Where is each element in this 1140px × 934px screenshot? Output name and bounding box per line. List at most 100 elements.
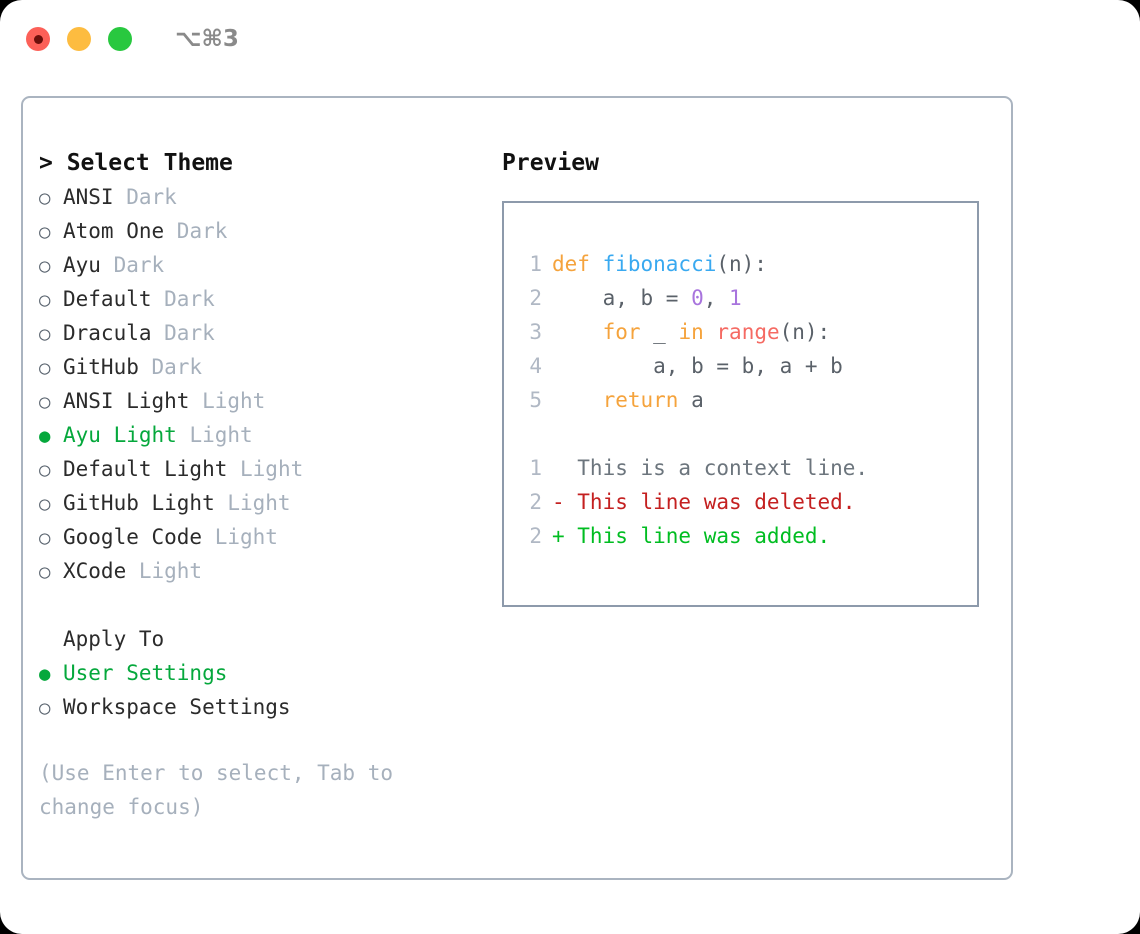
theme-selection-column: > Select Theme ○ANSI Dark○Atom One Dark○… — [39, 146, 479, 824]
theme-option-label: GitHub Light — [63, 491, 215, 515]
diff-line-content: This is a context line. — [552, 456, 869, 480]
radio-unselected-icon: ○ — [39, 697, 51, 719]
theme-option-xcode[interactable]: ○XCode Light — [39, 554, 479, 588]
theme-option-kind-badge: Light — [214, 491, 291, 515]
code-line-content: a, b = b, a + b — [552, 349, 843, 383]
theme-option-google-code[interactable]: ○ Google Code Light — [39, 520, 479, 554]
theme-option-kind-badge: Light — [176, 423, 253, 447]
theme-option-label: Ayu Light — [63, 423, 177, 447]
theme-option-default-light[interactable]: ○ Default Light Light — [39, 452, 479, 486]
theme-option-kind-badge: Dark — [113, 185, 177, 209]
line-number: 1 — [529, 252, 542, 276]
code-line: 3 for _ in range(n): — [504, 315, 977, 349]
select-theme-header: > Select Theme — [39, 150, 233, 176]
preview-header: Preview — [502, 150, 599, 176]
apply-to-option-label: Workspace Settings — [63, 695, 291, 719]
code-token: in — [678, 320, 704, 344]
line-number: 2 — [529, 524, 542, 548]
theme-option-label: Ayu — [63, 253, 101, 277]
theme-option-kind-badge: Dark — [164, 219, 228, 243]
theme-option-ansi[interactable]: ○ANSI Dark — [39, 180, 479, 214]
theme-option-kind-badge: Light — [227, 457, 304, 481]
apply-to-option-label: User Settings — [63, 661, 228, 685]
theme-option-ayu-light[interactable]: ●Ayu Light Light — [39, 418, 479, 452]
diff-sample: 1 This is a context line. 2 - This line wa… — [504, 451, 977, 553]
theme-option-label: Google Code — [63, 525, 203, 549]
code-line: 4 a, b = b, a + b — [504, 349, 977, 383]
code-line-content: def fibonacci(n): — [552, 247, 767, 281]
theme-option-label: XCode — [63, 559, 127, 583]
code-token: (n): — [779, 320, 831, 344]
code-token: a, b = — [552, 286, 692, 310]
diff-line: 1 This is a context line. — [504, 451, 977, 485]
radio-unselected-icon: ○ — [39, 255, 51, 277]
theme-option-label: ANSI Light — [63, 389, 190, 413]
window-titlebar: ⌥⌘3 — [0, 0, 1140, 78]
theme-list[interactable]: ○ANSI Dark○Atom One Dark○Ayu Dark○Defaul… — [39, 180, 479, 588]
code-token: _ — [640, 320, 679, 344]
code-token — [552, 320, 603, 344]
code-token: return — [602, 388, 679, 412]
theme-option-dracula[interactable]: ○Dracula Dark — [39, 316, 479, 350]
theme-option-default[interactable]: ○Default Dark — [39, 282, 479, 316]
radio-unselected-icon: ○ — [39, 323, 51, 345]
apply-to-option-user-settings[interactable]: ● User Settings — [39, 656, 479, 690]
radio-selected-icon: ● — [39, 663, 51, 685]
theme-option-kind-badge: Light — [189, 389, 266, 413]
theme-option-atom-one[interactable]: ○ Atom One Dark — [39, 214, 479, 248]
minimize-window-button[interactable] — [67, 27, 91, 51]
theme-option-label: Atom One — [63, 219, 165, 243]
code-token — [552, 388, 603, 412]
window-title: ⌥⌘3 — [175, 26, 239, 52]
diff-line: 2 - This line was deleted. — [504, 485, 977, 519]
line-number: 4 — [529, 354, 542, 378]
code-token: for — [602, 320, 641, 344]
theme-option-kind-badge: Dark — [100, 253, 165, 277]
radio-unselected-icon: ○ — [39, 459, 51, 481]
theme-option-kind-badge: Dark — [138, 355, 203, 379]
radio-unselected-icon: ○ — [39, 357, 51, 379]
radio-unselected-icon: ○ — [39, 289, 51, 311]
radio-unselected-icon: ○ — [39, 527, 51, 549]
theme-option-label: ANSI — [63, 185, 114, 209]
theme-option-ansi-light[interactable]: ○ANSI Light Light — [39, 384, 479, 418]
recording-dot-icon — [33, 34, 43, 44]
maximize-window-button[interactable] — [108, 27, 132, 51]
theme-option-github-light[interactable]: ○GitHub Light Light — [39, 486, 479, 520]
code-line: 2 a, b = 0, 1 — [504, 281, 977, 315]
theme-option-kind-badge: Light — [202, 525, 278, 549]
line-number: 5 — [529, 388, 542, 412]
theme-option-label: Default Light — [63, 457, 228, 481]
code-line-content: for _ in range(n): — [552, 315, 831, 349]
theme-option-github[interactable]: ○ GitHub Dark — [39, 350, 479, 384]
preview-spacer — [504, 417, 977, 451]
line-number: 3 — [529, 320, 542, 344]
code-token: (n): — [716, 252, 767, 276]
main-panel: > Select Theme ○ANSI Dark○Atom One Dark○… — [21, 96, 1013, 880]
theme-option-ayu[interactable]: ○ Ayu Dark — [39, 248, 479, 282]
code-token: 1 — [729, 286, 742, 310]
theme-option-kind-badge: Light — [126, 559, 203, 583]
apply-to-options[interactable]: ● User Settings ○ Workspace Settings — [39, 656, 479, 724]
theme-option-label: GitHub — [63, 355, 139, 379]
line-number: 2 — [529, 286, 542, 310]
code-token: def — [552, 252, 603, 276]
theme-option-kind-badge: Dark — [151, 321, 215, 345]
line-number: 2 — [529, 490, 542, 514]
traffic-light-group — [26, 27, 132, 51]
code-token: fibonacci — [602, 252, 717, 276]
code-token: a, b = b, a + b — [552, 354, 843, 378]
keyboard-hint-text: (Use Enter to select, Tab to change focu… — [39, 761, 406, 819]
diff-line-content: - This line was deleted. — [552, 490, 856, 514]
code-token: , — [703, 286, 730, 310]
radio-unselected-icon: ○ — [39, 221, 51, 243]
close-window-button[interactable] — [26, 27, 50, 51]
apply-to-option-workspace-settings[interactable]: ○ Workspace Settings — [39, 690, 479, 724]
apply-to-section: Apply To ●User Settings○Workspace Settin… — [39, 622, 479, 724]
code-line: 1 def fibonacci(n): — [504, 247, 977, 281]
code-line: 5 return a — [504, 383, 977, 417]
code-token: a — [678, 388, 704, 412]
